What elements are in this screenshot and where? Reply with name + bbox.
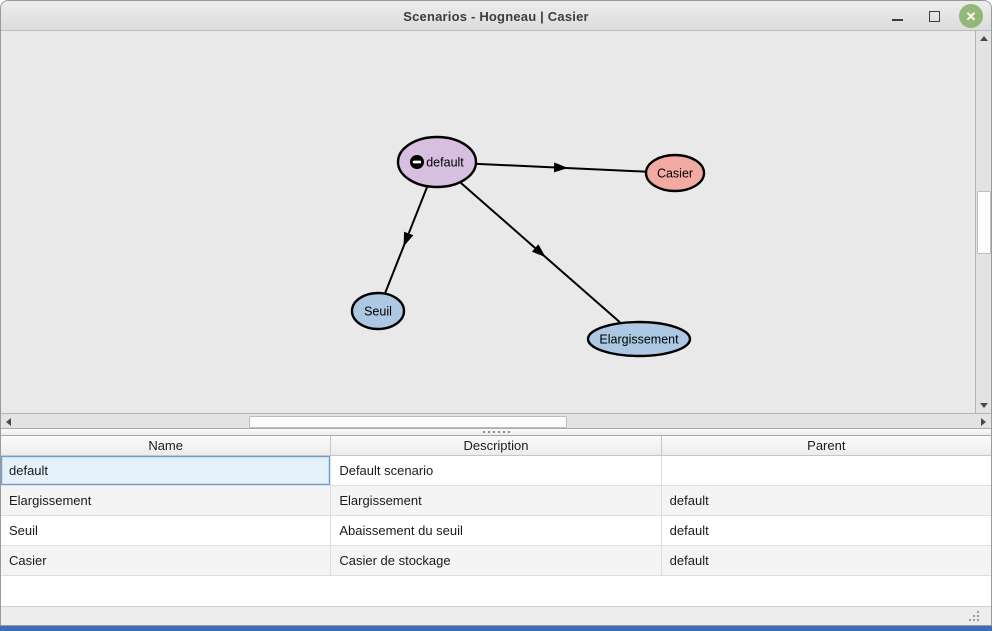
cell-parent-Casier[interactable]: default	[669, 553, 709, 568]
graph-node-Elargissement[interactable]: Elargissement	[586, 320, 692, 358]
cell-name-Casier[interactable]: Casier	[1, 546, 332, 575]
close-button[interactable]: ✕	[959, 4, 983, 28]
scroll-down-button[interactable]	[976, 398, 991, 413]
cell-parent-default[interactable]	[662, 456, 991, 485]
arrow-down-icon	[979, 403, 988, 408]
scroll-right-button[interactable]	[976, 415, 991, 429]
cell-description-Casier[interactable]: Casier de stockage	[331, 546, 662, 575]
cell-description-Elargissement[interactable]: Elargissement	[331, 486, 662, 515]
graph-node-default[interactable]: default	[396, 135, 478, 189]
graph-edge-default-Seuil	[384, 186, 428, 294]
desktop-panel-strip	[0, 626, 992, 631]
graph-node-label: Elargissement	[599, 333, 679, 347]
splitter-grip-dot	[492, 431, 495, 433]
splitter-grip-dot	[482, 431, 485, 433]
column-header-parent[interactable]: Parent	[807, 438, 846, 453]
table-header: Name Description Parent	[1, 436, 991, 456]
maximize-button[interactable]	[922, 4, 946, 28]
pane-splitter[interactable]	[1, 428, 991, 436]
close-icon: ✕	[965, 8, 977, 24]
window-controls: ✕	[885, 1, 983, 31]
resize-grip-icon[interactable]	[965, 611, 979, 622]
cell-description-default[interactable]: Default scenario	[331, 456, 662, 485]
cell-name-default[interactable]: default	[1, 456, 332, 485]
splitter-grip-dot	[502, 431, 505, 433]
arrow-left-icon	[6, 418, 11, 426]
splitter-grip-dot	[497, 431, 500, 433]
arrow-up-icon	[979, 36, 988, 41]
scroll-left-button[interactable]	[1, 415, 16, 429]
cell-name-Seuil[interactable]: Seuil	[1, 516, 332, 545]
vertical-scrollbar[interactable]	[975, 31, 991, 413]
graph-node-Seuil[interactable]: Seuil	[350, 291, 406, 331]
minimize-button[interactable]	[885, 4, 909, 28]
minimize-icon	[891, 19, 903, 21]
horizontal-scroll-thumb[interactable]	[249, 416, 567, 428]
window-title: Scenarios - Hogneau | Casier	[403, 8, 589, 24]
cell-name-Elargissement[interactable]: Elargissement	[1, 486, 332, 515]
graph-node-Casier[interactable]: Casier	[644, 153, 706, 193]
titlebar[interactable]: Scenarios - Hogneau | Casier ✕	[1, 1, 991, 31]
graph-node-label: Seuil	[364, 305, 392, 319]
minus-circle-icon-bar	[412, 160, 422, 164]
column-header-name[interactable]: Name	[1, 436, 332, 455]
splitter-grip-dot	[507, 431, 510, 433]
cell-parent-Seuil[interactable]: default	[669, 523, 709, 538]
graph-node-label: Casier	[657, 167, 693, 181]
vertical-scroll-thumb[interactable]	[977, 191, 991, 254]
cell-description-Seuil[interactable]: Abaissement du seuil	[331, 516, 662, 545]
graph-edge-default-Elargissement	[460, 182, 621, 324]
arrow-right-icon	[981, 418, 986, 426]
cell-parent-Elargissement[interactable]: default	[669, 493, 709, 508]
scroll-up-button[interactable]	[976, 31, 991, 46]
maximize-icon	[928, 10, 940, 22]
splitter-grip-dot	[487, 431, 490, 433]
column-header-description[interactable]: Description	[331, 436, 662, 455]
graph-node-label: default	[426, 156, 464, 170]
status-bar	[1, 606, 991, 625]
horizontal-scrollbar[interactable]	[1, 413, 991, 428]
graph-edge-default-Casier	[476, 162, 646, 173]
